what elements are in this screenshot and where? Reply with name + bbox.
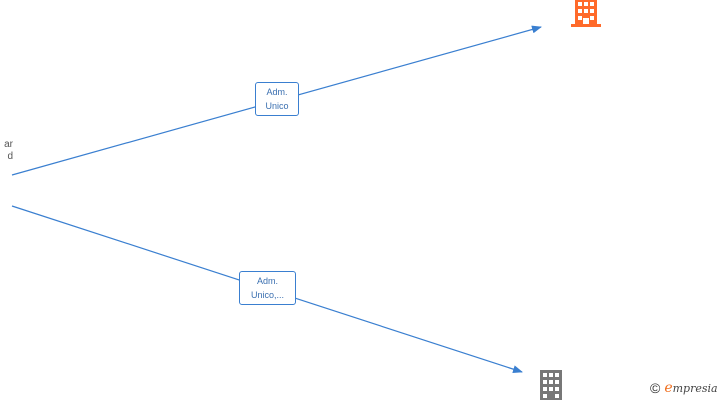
brand-logo-text: mpresia <box>672 382 718 395</box>
edge-label-bottom-line1: Adm. <box>256 276 278 286</box>
copyright-icon: © <box>650 380 661 396</box>
brand-logo-e: e <box>664 380 673 396</box>
edge-label-bottom-line2: Unico,... <box>250 290 284 300</box>
edge-label-top-line1: Adm. <box>266 87 288 97</box>
person-node-label[interactable]: ar d <box>0 139 13 163</box>
edge-label-top-line2: Unico <box>265 101 289 111</box>
edge-label-bottom[interactable]: Adm. Unico,... <box>239 271 296 305</box>
building-icon[interactable] <box>537 370 565 400</box>
brand-logo: ©empresia <box>650 380 718 396</box>
building-icon[interactable] <box>570 0 602 28</box>
edge-label-top[interactable]: Adm. Unico <box>255 82 299 116</box>
person-name-line2: d <box>7 151 13 162</box>
person-name-line1: ar <box>4 139 13 150</box>
